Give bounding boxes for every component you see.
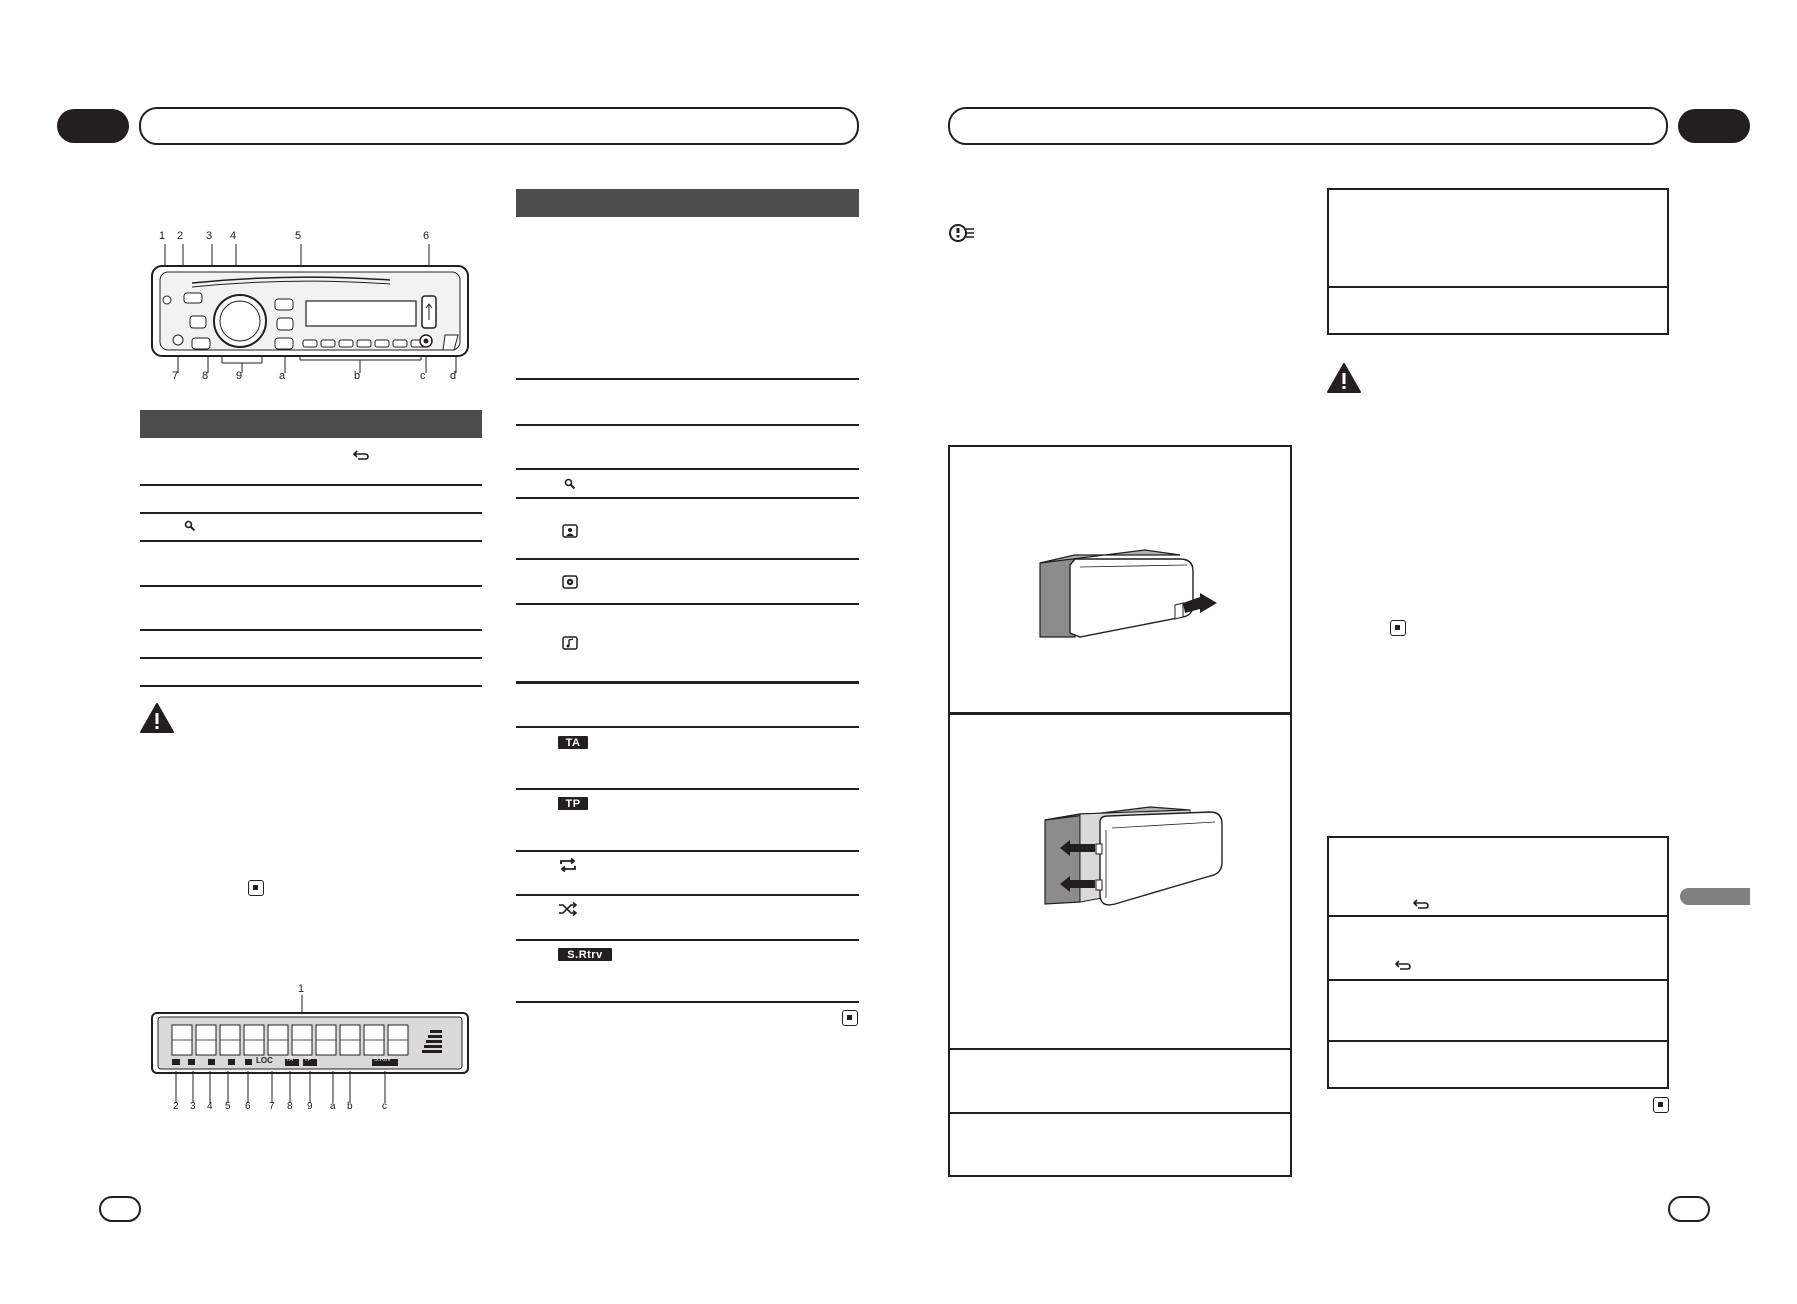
unit-callout-bottom: b — [354, 370, 361, 382]
tp-indicator: TP — [558, 797, 588, 810]
indicator-table-rule — [516, 378, 859, 380]
unit-callout-top: 1 — [159, 230, 166, 242]
warning-icon — [1326, 362, 1362, 394]
parts-table-rule — [140, 629, 482, 631]
operation-box-rule — [1327, 979, 1669, 981]
panel-box-rule — [948, 1112, 1292, 1114]
back-arrow-icon — [350, 447, 372, 463]
indicator-table-rule — [516, 1001, 859, 1003]
note-box-rule — [1327, 286, 1669, 288]
indicator-table-rule — [516, 850, 859, 852]
end-mark-icon — [842, 1010, 858, 1026]
artist-icon — [562, 524, 578, 538]
indicator-table-header — [516, 189, 859, 217]
song-icon — [562, 636, 578, 650]
parts-table-rule — [140, 512, 482, 514]
unit-callout-bottom: a — [279, 370, 286, 382]
indicator-table-rule — [516, 603, 859, 605]
right-section-tab — [1678, 109, 1750, 143]
section-index-tab — [1680, 888, 1750, 905]
left-section-tab — [57, 109, 129, 143]
remove-panel-illustration — [1035, 545, 1225, 645]
search-icon — [562, 476, 578, 492]
end-mark-icon — [248, 880, 264, 896]
indicator-table-rule — [516, 726, 859, 728]
indicator-table-rule — [516, 468, 859, 470]
warning-icon — [139, 702, 175, 734]
disc-icon — [562, 575, 578, 589]
display-loc-label: LOC — [256, 1056, 273, 1065]
operation-box-rule — [1327, 1040, 1669, 1042]
display-srtrv-label: S.Rtrv — [374, 1057, 391, 1063]
indicator-table-rule — [516, 497, 859, 499]
search-icon — [182, 518, 198, 534]
right-header-bar — [948, 107, 1668, 145]
end-mark-icon — [1653, 1097, 1669, 1113]
back-arrow-icon — [1410, 896, 1432, 912]
panel-box-rule — [948, 1048, 1292, 1050]
end-mark-icon — [1390, 620, 1406, 636]
unit-callout-bottom: 8 — [202, 370, 209, 382]
parts-table-header — [140, 410, 482, 438]
note-box-top — [1327, 188, 1669, 335]
unit-callout-bottom: 9 — [236, 370, 243, 382]
operation-box — [1327, 836, 1669, 1089]
parts-table-rule — [140, 657, 482, 659]
display-callout-bottom: 5 — [225, 1101, 231, 1112]
srtrv-indicator: S.Rtrv — [558, 948, 612, 961]
repeat-icon — [558, 857, 578, 873]
attach-panel-illustration — [1040, 802, 1230, 914]
attach-panel-box-frame — [948, 713, 1292, 1177]
unit-callout-top: 2 — [177, 230, 184, 242]
indicator-table-rule — [516, 788, 859, 790]
display-callout-bottom: 9 — [307, 1101, 313, 1112]
important-icon — [948, 222, 976, 244]
display-callout-bottom: 6 — [245, 1101, 251, 1112]
display-callout-bottom: 2 — [173, 1101, 179, 1112]
operation-box-rule — [1327, 915, 1669, 917]
parts-table-rule — [140, 685, 482, 687]
head-unit-diagram: 1 2 3 4 5 6 7 8 9 a b c d — [140, 230, 480, 382]
left-page-number — [99, 1196, 141, 1222]
unit-callout-top: 6 — [423, 230, 430, 242]
right-page-number — [1668, 1196, 1710, 1222]
display-callout-bottom: 4 — [207, 1101, 213, 1112]
left-header-bar — [139, 107, 859, 145]
indicator-table-rule — [516, 681, 859, 684]
unit-callout-top: 5 — [295, 230, 302, 242]
display-callout-top: 1 — [298, 983, 305, 995]
display-callout-bottom: 8 — [287, 1101, 293, 1112]
unit-callout-bottom: d — [450, 370, 457, 382]
unit-callout-bottom: 7 — [172, 370, 179, 382]
display-callout-bottom: b — [347, 1101, 353, 1112]
indicator-table-rule — [516, 558, 859, 560]
shuffle-icon — [558, 901, 578, 917]
ta-indicator: TA — [558, 736, 588, 749]
indicator-table-rule — [516, 939, 859, 941]
back-arrow-icon — [1392, 957, 1414, 973]
display-callout-bottom: 3 — [190, 1101, 196, 1112]
unit-callout-top: 4 — [230, 230, 237, 242]
unit-callout-bottom: c — [420, 370, 426, 382]
parts-table-rule — [140, 540, 482, 542]
parts-table-rule — [140, 484, 482, 486]
indicator-table-rule — [516, 894, 859, 896]
display-ta-label: TA — [286, 1057, 294, 1063]
display-tp-label: TP — [304, 1057, 312, 1063]
indicator-table-rule — [516, 424, 859, 426]
display-callout-bottom: 7 — [269, 1101, 275, 1112]
unit-callout-top: 3 — [206, 230, 213, 242]
display-callout-bottom: a — [330, 1101, 336, 1112]
parts-table-rule — [140, 585, 482, 587]
display-callout-bottom: c — [382, 1101, 387, 1112]
